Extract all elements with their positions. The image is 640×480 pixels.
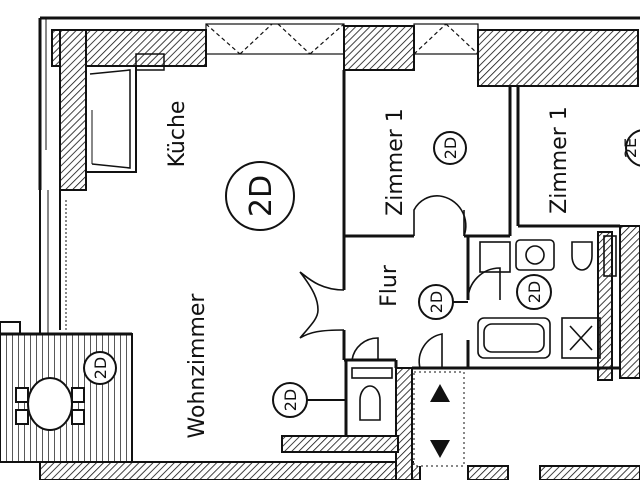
badge-edge-ring	[625, 129, 640, 167]
wall-bottom-far	[539, 465, 640, 480]
badge-main-ring	[225, 161, 295, 231]
toilet-wc	[359, 385, 381, 421]
arrow-down-icon	[430, 440, 450, 458]
wall-top-right	[477, 29, 639, 87]
facade-lines	[38, 16, 640, 340]
badge-zimmer1-ring	[433, 131, 467, 165]
wall-stair-left	[395, 367, 413, 480]
shower-tray	[561, 317, 601, 359]
toilet-bath	[571, 241, 593, 271]
balcony	[0, 321, 133, 463]
badge-bad: 2D	[525, 281, 544, 304]
room-label-kueche: Küche	[165, 101, 190, 168]
door-bath	[467, 267, 501, 301]
bathroom-fixtures	[477, 235, 617, 359]
badge-wc: 2D	[281, 389, 300, 412]
wc-fixtures	[351, 367, 393, 421]
bathtub	[477, 317, 551, 359]
interior-walls	[342, 70, 620, 436]
wall-bath-right	[597, 231, 613, 381]
staircase	[413, 371, 465, 467]
door-zimmer1	[413, 195, 441, 236]
kitchen-counter	[85, 53, 165, 173]
room-label-wohnzimmer: Wohnzimmer	[185, 293, 210, 439]
balcony-furniture	[15, 377, 85, 431]
wall-structure	[39, 25, 640, 480]
badge-balkon: 2D	[91, 357, 110, 380]
wall-right-strip	[619, 225, 640, 379]
wall-bottom-right	[467, 465, 509, 480]
wall-kitchen-left	[59, 29, 87, 191]
badge-zimmer1: 2D	[441, 137, 460, 160]
door-wohnzimmer	[299, 271, 345, 339]
room-label-flur: Flur	[377, 264, 402, 307]
badge-bad-ring	[516, 274, 552, 310]
windows-top	[205, 23, 479, 55]
wall-bottom	[39, 461, 421, 480]
doors	[299, 195, 501, 369]
badges	[83, 129, 640, 418]
badge-main: 2D	[244, 175, 279, 217]
wall-wc-bottom	[281, 435, 399, 453]
sink	[515, 239, 555, 271]
wall-top-mid	[343, 25, 415, 71]
room-label-zimmer-1b: Zimmer 1	[547, 106, 572, 214]
door-wc	[351, 337, 379, 361]
badge-balkon-ring	[83, 351, 117, 385]
arrow-up-icon	[430, 384, 450, 402]
room-label-zimmer-1a: Zimmer 1	[383, 108, 408, 216]
badge-edge: 2E	[621, 138, 640, 158]
badge-flur: 2D	[427, 291, 446, 314]
